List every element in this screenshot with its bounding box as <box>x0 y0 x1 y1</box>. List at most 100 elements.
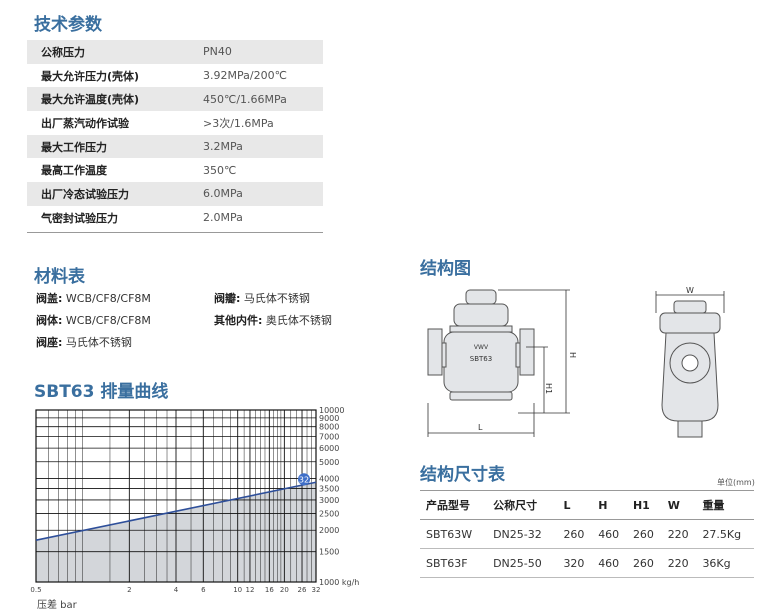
chart-x-tick-label: 32 <box>312 586 321 594</box>
material-item-disc: 阀瓣: 马氏体不锈钢 <box>214 292 310 305</box>
dims-cell: 36Kg <box>696 548 754 578</box>
spec-key: 最大工作压力 <box>41 140 107 154</box>
dims-cell: DN25-50 <box>487 548 558 578</box>
dims-cell: 27.5Kg <box>696 519 754 549</box>
chart-x-tick-label: 6 <box>201 586 206 594</box>
chart-end-marker <box>298 473 310 486</box>
spec-title: 技术参数 <box>34 15 102 35</box>
spec-row: 出厂冷态试验压力 6.0MPa <box>27 182 323 206</box>
dims-cell: 220 <box>661 548 697 578</box>
chart-y-tick-label: 1500 <box>319 548 339 557</box>
spec-key: 最大允许压力(壳体) <box>41 69 140 83</box>
dims-cell: 260 <box>626 519 662 549</box>
chart-y-tick-label: 2000 <box>319 526 339 535</box>
spec-value: 450℃/1.66MPa <box>203 92 287 106</box>
spec-row: 最大工作压力 3.2MPa <box>27 134 323 159</box>
spec-row: 最大允许温度(壳体) 450℃/1.66MPa <box>27 87 323 112</box>
side-view-port <box>681 354 699 372</box>
curve-title: SBT63 排量曲线 <box>34 382 169 402</box>
material-item-cover: 阀盖: WCB/CF8/CF8M <box>36 292 151 305</box>
spec-key: 出厂冷态试验压力 <box>41 187 129 201</box>
spec-table: 公称压力 PN40 最大允许压力(壳体) 3.92MPa/200℃ 最大允许温度(壳体)… <box>27 40 323 230</box>
dims-cell: 260 <box>626 548 662 578</box>
front-view-logo: VWV <box>474 344 489 351</box>
chart-y-tick-label: 4000 <box>319 474 339 483</box>
chart-y-tick-label: 3500 <box>319 484 339 493</box>
chart-end-marker-label: 32 <box>299 475 309 484</box>
material-title: 材料表 <box>34 267 85 287</box>
dims-cell: 260 <box>557 519 593 549</box>
front-view-left-neck <box>441 342 447 368</box>
dims-header-cell: L <box>557 490 593 520</box>
material-item-seat: 阀座: 马氏体不锈钢 <box>36 336 132 349</box>
side-view-cover <box>659 312 721 334</box>
dim-w-label: W <box>686 286 694 295</box>
chart-x-tick-label: 12 <box>246 586 255 594</box>
chart-y-tick-label: 1000 kg/h <box>319 578 359 587</box>
chart-x-tick-label: 26 <box>298 586 307 594</box>
dims-header-cell: 产品型号 <box>420 490 488 520</box>
chart-y-tick-label: 6000 <box>319 444 339 453</box>
chart-frame <box>35 409 317 583</box>
dims-header-cell: 重量 <box>696 490 754 520</box>
chart-x-tick-label: 4 <box>174 586 179 594</box>
spec-value: 2.0MPa <box>203 211 243 225</box>
dims-cell: DN25-32 <box>487 519 558 549</box>
dims-title: 结构尺寸表 <box>420 465 505 485</box>
chart-y-tick-label: 5000 <box>319 458 339 467</box>
spec-row: 出厂蒸汽动作试验>3次/1.6MPa <box>27 111 323 135</box>
front-view-right-flange <box>519 328 535 376</box>
dims-header-cell: H1 <box>626 490 662 520</box>
dim-h-label: H <box>568 352 577 358</box>
chart-x-tick-label: 16 <box>265 586 274 594</box>
front-view-left-flange <box>427 328 443 376</box>
side-view-drain <box>677 420 703 438</box>
side-view-drawing: W <box>655 286 725 438</box>
spec-key: 公称压力 <box>41 45 85 59</box>
chart-series-line <box>35 481 317 541</box>
spec-key: 最大允许温度(壳体) <box>41 93 140 107</box>
dims-unit: 单位(mm) <box>717 478 755 487</box>
chart-y-tick-label: 9000 <box>319 414 339 423</box>
front-view-right-neck <box>515 342 521 368</box>
chart-y-tick-label: 10000 <box>319 406 344 415</box>
dims-cell: 460 <box>592 548 627 578</box>
spec-value: 3.92MPa/200℃ <box>203 69 287 83</box>
chart-x-tick-label: 20 <box>280 586 289 594</box>
spec-row: 公称压力 PN40 <box>27 40 323 64</box>
front-view-base <box>449 391 513 401</box>
dim-h1-label: H1 <box>544 383 553 394</box>
front-view-top-cap <box>465 289 497 305</box>
spec-value: PN40 <box>203 45 232 59</box>
dims-cell: SBT63F <box>420 548 488 578</box>
front-view-cover-flange <box>449 325 513 333</box>
structure-title: 结构图 <box>420 259 471 279</box>
dims-header-cell: 公称尺寸 <box>487 490 558 520</box>
chart-y-tick-label: 3000 <box>319 496 339 505</box>
dims-header-cell: H <box>592 490 627 520</box>
dims-cell: 220 <box>661 519 697 549</box>
chart-x-tick-label: 2 <box>127 586 131 594</box>
spec-value: 3.2MPa <box>203 140 243 154</box>
spec-value: 6.0MPa <box>203 187 243 201</box>
chart-y-tick-label: 2500 <box>319 510 339 519</box>
spec-table-bottom-rule <box>27 232 323 233</box>
chart-y-tick-label: 8000 <box>319 423 339 432</box>
spec-row: 最高工作温度 350℃ <box>27 158 323 182</box>
spec-value: 350℃ <box>203 163 237 177</box>
spec-key: 最高工作温度 <box>41 164 107 178</box>
dims-header-cell: W <box>661 490 697 520</box>
chart-x-tick-label: 10 <box>233 586 242 594</box>
chart-x-tick-label: 0.5 <box>30 586 41 594</box>
front-view-cover <box>453 303 509 327</box>
chart-x-axis-label: 压差 bar <box>37 598 78 611</box>
dims-cell: 460 <box>592 519 627 549</box>
dims-cell: SBT63W <box>420 519 488 549</box>
